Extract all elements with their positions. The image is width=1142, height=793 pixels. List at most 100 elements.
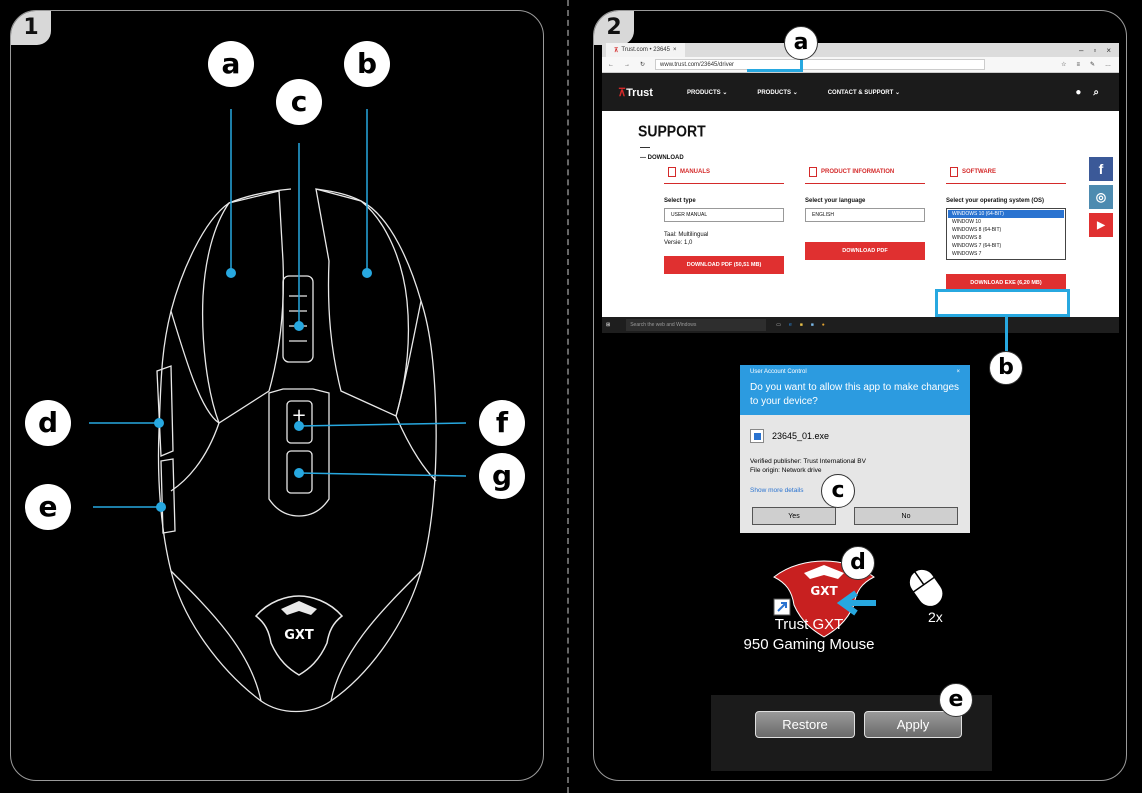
panel-2-number: 2 (606, 15, 622, 40)
manuals-select-label: Select type (664, 198, 696, 204)
uac-buttons: Yes No (752, 507, 958, 525)
favorite-star-icon[interactable]: ☆ (1061, 62, 1067, 68)
trust-logo[interactable]: ⊼Trust (618, 86, 653, 99)
uac-show-more-link[interactable]: Show more details (750, 487, 804, 495)
store-icon[interactable]: ■ (810, 322, 814, 328)
callout-c: c (821, 474, 855, 508)
forward-icon[interactable]: → (624, 61, 630, 68)
software-column: SOFTWARE Select your operating system (O… (946, 167, 1066, 292)
tab-close-icon[interactable]: × (672, 47, 677, 53)
uac-origin: File origin: Network drive (750, 467, 822, 475)
chevron-down-icon: ⌄ (792, 89, 798, 96)
uac-file-name: 23645_01.exe (772, 431, 830, 441)
os-option[interactable]: WINDOW 10 (952, 219, 981, 225)
exe-file-icon (750, 429, 764, 443)
browser-screenshot: ⊼Trust.com • 23645× – ▫ × ← → ↻ www.trus… (602, 43, 1119, 333)
url-highlight-tick (800, 57, 803, 72)
search-icon[interactable]: ⌕ (1093, 86, 1099, 98)
nav-products-1[interactable]: PRODUCTS ⌄ (687, 89, 727, 96)
desktop-icon-label[interactable]: Trust GXT 950 Gaming Mouse (714, 615, 904, 656)
mouse-outline-drawing: GXT + (89, 109, 467, 713)
browser-tab-bar: ⊼Trust.com • 23645× – ▫ × (602, 43, 1119, 57)
minimize-icon[interactable]: – (1079, 45, 1084, 55)
nav-contact-support[interactable]: CONTACT & SUPPORT ⌄ (828, 89, 900, 96)
user-icon[interactable]: ● (1075, 86, 1082, 98)
site-nav-bar: ⊼Trust PRODUCTS ⌄ PRODUCTS ⌄ CONTACT & S… (602, 73, 1119, 111)
windows-taskbar: ⊞ Search the web and Windows ▭ e ■ ■ ● (602, 317, 1119, 333)
uac-meta: Verified publisher: Trust International … (750, 457, 960, 475)
panel-2-installation-steps: 2 ⊼Trust.com • 23645× – ▫ × ← → ↻ www.tr… (593, 10, 1127, 781)
callout-e: e (25, 484, 71, 530)
uac-title: User Account Control (750, 369, 807, 375)
chevron-down-icon: ⌄ (894, 89, 900, 96)
panel-2-number-tab: 2 (594, 11, 634, 45)
dpi-plus-sign: + (291, 405, 306, 426)
callout-b: b (989, 351, 1023, 385)
os-option[interactable]: WINDOWS 10 (64-BIT) (948, 210, 1064, 218)
windows-start-icon[interactable]: ⊞ (606, 322, 611, 328)
manuals-column: MANUALS Select type USER MANUAL Taal: Mu… (664, 167, 784, 274)
os-option[interactable]: WINDOWS 8 (64-BIT) (952, 227, 1002, 233)
callout-e: e (939, 683, 973, 717)
os-option[interactable]: WINDOWS 7 (952, 251, 982, 257)
instagram-icon[interactable]: ◎ (1089, 185, 1113, 209)
support-title: SUPPORT (638, 122, 706, 140)
uac-close-icon[interactable]: × (956, 369, 960, 375)
download-exe-button[interactable]: DOWNLOAD EXE (6,20 MB) (946, 274, 1066, 292)
support-page-content: SUPPORT — DOWNLOAD MANUALS Select type U… (602, 111, 1119, 301)
maximize-icon[interactable]: ▫ (1093, 45, 1097, 55)
language-select[interactable]: ENGLISH (805, 208, 925, 222)
download-manual-button[interactable]: DOWNLOAD PDF (50,51 MB) (664, 255, 784, 274)
browser-tab-label: Trust.com • 23645 (621, 47, 670, 53)
task-view-icon[interactable]: ▭ (776, 322, 781, 328)
callout-d: d (25, 400, 71, 446)
taskbar-search-text: Search the web and Windows (630, 322, 697, 328)
panel-1-mouse-diagram: 1 (10, 10, 544, 781)
panel-divider (567, 0, 569, 793)
url-field[interactable]: www.trust.com/23645/driver (655, 59, 986, 70)
youtube-icon[interactable]: ▶ (1089, 213, 1113, 237)
language-select-label: Select your language (805, 198, 866, 204)
apply-button[interactable]: Apply (864, 711, 962, 738)
url-highlight-line (747, 69, 802, 72)
os-select-list[interactable]: WINDOWS 10 (64-BIT) WINDOW 10 WINDOWS 8 … (946, 208, 1066, 260)
restore-button[interactable]: Restore (755, 711, 855, 738)
chrome-icon[interactable]: ● (821, 322, 825, 328)
uac-dialog: User Account Control× Do you want to all… (740, 365, 970, 533)
browser-tab[interactable]: ⊼Trust.com • 23645× (606, 43, 685, 57)
back-icon[interactable]: ← (608, 61, 614, 68)
nav-label: PRODUCTS (686, 89, 721, 96)
edge-icon[interactable]: e (788, 322, 792, 328)
title-underline (640, 147, 650, 148)
manuals-version: Versie: 1,0 (664, 239, 693, 246)
manuals-heading: MANUALS (664, 167, 784, 184)
uac-no-button[interactable]: No (854, 507, 958, 525)
facebook-icon[interactable]: f (1089, 157, 1113, 181)
trust-logo-icon: ⊼ (618, 86, 627, 99)
os-option[interactable]: WINDOWS 7 (64-BIT) (952, 243, 1002, 249)
uac-title-bar: User Account Control × (750, 369, 960, 375)
download-product-info-button[interactable]: DOWNLOAD PDF (805, 242, 925, 260)
trust-favicon-icon: ⊼ (614, 47, 619, 54)
callout-d: d (841, 546, 875, 580)
nav-icons: ● ⌕ (1075, 87, 1119, 98)
folder-icon[interactable]: ■ (799, 322, 803, 328)
os-option[interactable]: WINDOWS 8 (952, 235, 982, 241)
notes-icon[interactable]: ✎ (1089, 62, 1095, 68)
desktop-icon-line-1: Trust GXT (774, 616, 844, 633)
url-text: www.trust.com/23645/driver (660, 61, 735, 68)
more-icon[interactable]: … (1105, 61, 1111, 68)
nav-products-2[interactable]: PRODUCTS ⌄ (757, 89, 797, 96)
refresh-icon[interactable]: ↻ (640, 62, 646, 68)
manuals-type-select[interactable]: USER MANUAL (664, 208, 784, 222)
os-select-label: Select your operating system (OS) (946, 198, 1045, 204)
uac-yes-button[interactable]: Yes (752, 507, 836, 525)
hub-icon[interactable]: ≡ (1076, 61, 1080, 68)
close-icon[interactable]: × (1106, 45, 1111, 55)
taskbar-search[interactable]: Search the web and Windows (626, 319, 767, 331)
double-click-count: 2x (928, 609, 943, 625)
download-section-label: — DOWNLOAD (640, 155, 684, 161)
callout-b-leader (1005, 317, 1008, 353)
mouse-double-click-icon (908, 568, 944, 608)
chevron-down-icon: ⌄ (722, 89, 728, 96)
